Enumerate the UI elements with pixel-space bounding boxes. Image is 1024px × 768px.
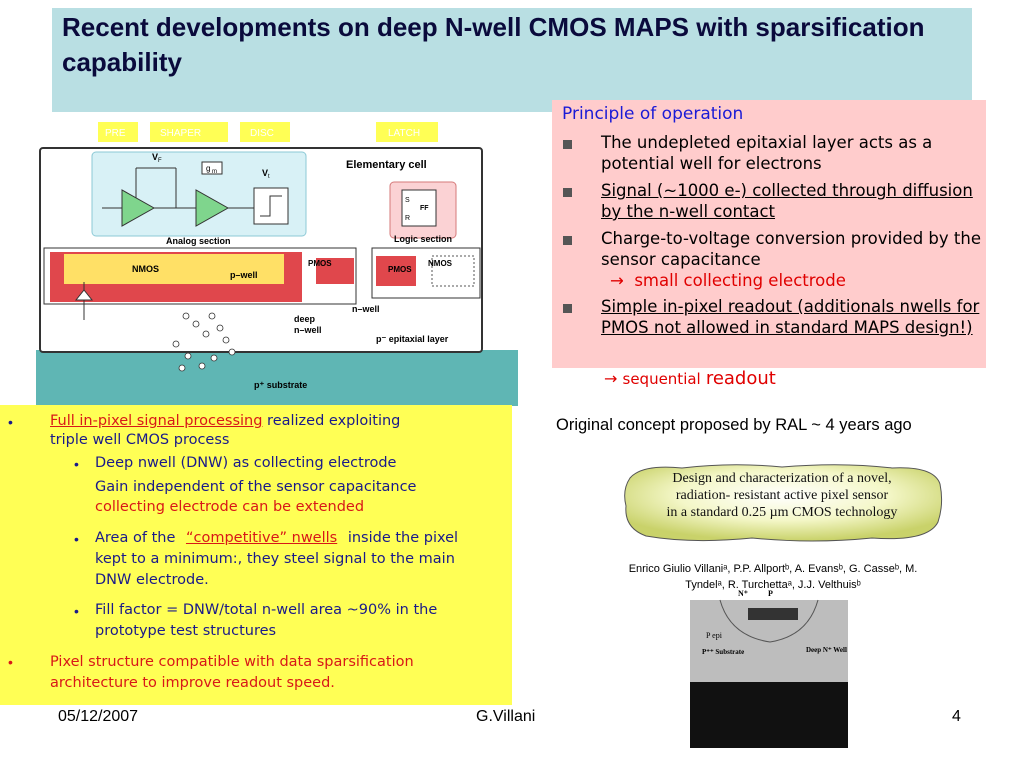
pmos-nwell-2 [376,256,416,286]
tab-shaper-label: SHAPER [160,128,201,139]
analog-section-label: Analog section [166,236,231,246]
svg-text:S: S [405,197,410,204]
tab-shaper [150,122,228,142]
flipflop-symbol [401,189,437,227]
svg-text:n–well: n–well [294,325,322,335]
subfeature-1-line3: collecting electrode can be extended [95,499,365,515]
subfeature-2-line3: DNW electrode. [95,572,209,588]
svg-text:P: P [768,589,773,598]
principle-item-4: Simple in-pixel readout (additionals nwe… [601,297,980,337]
slide-title: Recent developments on deep N-well CMOS … [62,12,925,77]
tab-disc [240,122,290,142]
bullet-marker [563,304,572,313]
title-banner [52,8,972,112]
bullet-dot: • [74,531,79,547]
principle-item-3: Charge-to-voltage conversion provided by… [601,229,981,269]
svg-text:PMOS: PMOS [388,265,412,274]
svg-text:V: V [262,168,268,178]
svg-text:g: g [206,164,210,173]
principle-item-1: The undepleted epitaxial layer acts as a… [601,133,933,173]
svg-text:deep: deep [294,314,316,324]
bullet-dot: • [8,654,13,670]
paper-authors: Enrico Giulio Villaniᵃ, P.P. Allportᵇ, A… [628,563,918,591]
arrow-icon: → [610,271,624,290]
svg-text:Deep N⁺ Well: Deep N⁺ Well [806,646,847,654]
svg-text:t: t [268,174,270,180]
feature-1: Full in-pixel signal processing realized… [50,413,401,429]
bullet-dot: • [8,414,13,430]
bullet-dot: • [74,456,79,472]
paper-cloud [624,464,943,542]
svg-text:V: V [152,152,158,162]
bullet-marker [563,236,572,245]
tab-disc-label: DISC [250,128,274,139]
dnw-cross-section: N⁺ P P epi P⁺⁺ Substrate Deep N⁺ Well [690,589,848,748]
subfeature-1-line2: Gain independent of the sensor capacitan… [95,479,417,495]
logic-section-label: Logic section [394,234,452,244]
principle-arrow-2: → sequential readout [604,368,776,389]
footer-date: 05/12/2007 [58,708,139,725]
svg-text:F: F [158,158,162,164]
tab-latch-label: LATCH [388,128,420,139]
tab-latch [376,122,438,142]
nmos-box-2 [431,255,475,287]
subfeature-2: Area of the “competitive” nwells inside … [95,530,459,546]
feature-2-line2: architecture to improve readout speed. [50,675,335,691]
nmos-label: NMOS [132,264,159,274]
nwell-label: n–well [352,304,380,314]
svg-text:NMOS: NMOS [428,259,453,268]
tab-pre-label: PRE [105,128,126,139]
pwell-label: p–well [230,270,258,280]
subfeature-3: Fill factor = DNW/total n-well area ~90%… [95,602,438,618]
concept-note: Original concept proposed by RAL ~ 4 yea… [556,416,912,434]
principle-arrow-1: → small collecting electrode [610,271,846,290]
bullet-marker [563,188,572,197]
pixel-diagram: p⁺ substrate PRE SHAPER DISC LATCH Analo… [36,122,518,406]
epi-label: p⁻ epitaxial layer [376,334,449,344]
svg-text:FF: FF [420,205,429,212]
subfeature-3-line2: prototype test structures [95,623,277,639]
bullet-marker [563,140,572,149]
svg-text:P⁺⁺ Substrate: P⁺⁺ Substrate [702,648,744,656]
subfeature-2-line2: kept to a minimum:, they steel signal to… [95,551,455,567]
principle-panel [552,100,986,368]
svg-text:m: m [212,169,217,175]
svg-text:PMOS: PMOS [308,259,332,268]
svg-text:R: R [405,215,410,222]
arrow-icon: → [604,369,618,388]
substrate-label: p⁺ substrate [254,380,307,390]
principle-heading: Principle of operation [562,104,744,124]
feature-1-line2: triple well CMOS process [50,432,230,448]
svg-text:P epi: P epi [706,631,723,640]
bullet-dot: • [74,603,79,619]
discriminator-symbol [253,187,289,225]
footer-author: G.Villani [476,708,536,725]
tab-pre [98,122,138,142]
nplus-region [748,608,798,620]
nmos-pwell [64,254,284,284]
subfeature-1: Deep nwell (DNW) as collecting electrode [95,455,397,471]
footer-page-number: 4 [952,708,961,725]
elementary-cell-label: Elementary cell [346,159,427,171]
svg-text:N⁺: N⁺ [738,589,748,598]
paper-title: Design and characterization of a novel, … [666,471,898,520]
principle-item-2: Signal (~1000 e-) collected through diff… [601,181,973,221]
substrate-layer [36,350,518,406]
charge-carriers [172,312,236,372]
features-panel [0,405,512,705]
feature-2: Pixel structure compatible with data spa… [50,654,414,670]
pmos-nwell-1 [316,258,354,284]
